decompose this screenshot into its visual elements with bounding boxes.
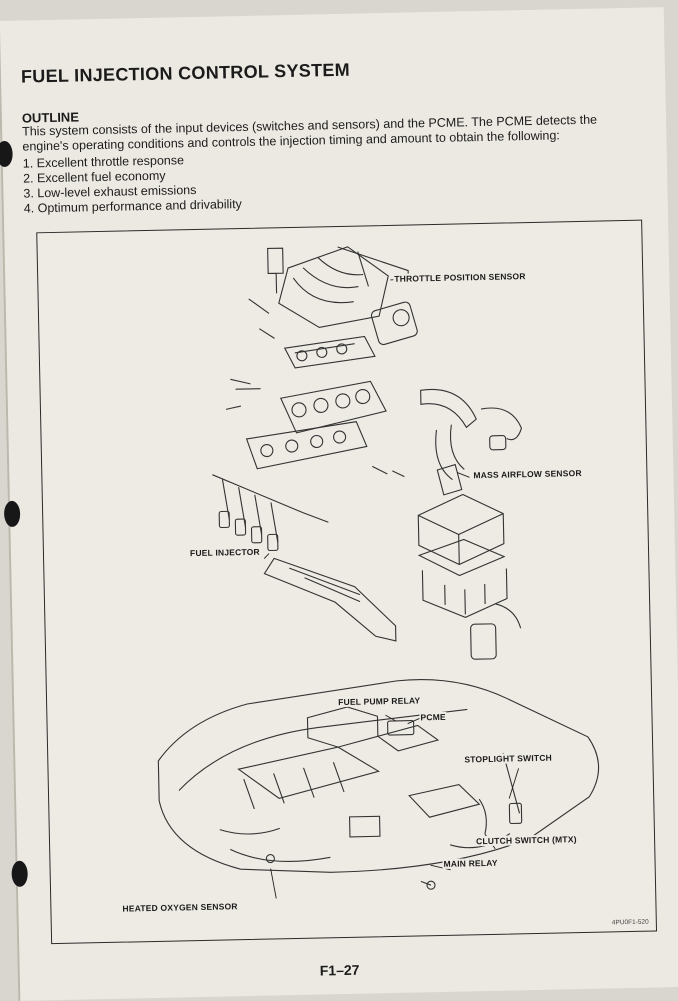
throttle-body (370, 301, 418, 346)
intake-manifold (278, 246, 389, 328)
system-diagram: THROTTLE POSITION SENSOR MASS AIRFLOW SE… (36, 219, 658, 945)
label-stoplight-switch: STOPLIGHT SWITCH (463, 752, 554, 765)
fuel-injectors (221, 479, 279, 543)
page-title: FUEL INJECTION CONTROL SYSTEM (20, 59, 351, 87)
engine-bay (157, 679, 600, 873)
manual-page: FUEL INJECTION CONTROL SYSTEM OUTLINE Th… (0, 7, 678, 1001)
intake-runners (292, 257, 364, 304)
benefit-list: 1. Excellent throttle response 2. Excell… (23, 152, 242, 217)
fuel-delivery-pipe (263, 557, 397, 642)
resonator (470, 623, 497, 660)
label-pcme: PCME (419, 711, 447, 723)
label-main-relay: MAIN RELAY (442, 857, 499, 869)
pcme-module (387, 720, 415, 736)
intake-hose (420, 388, 477, 429)
lower-intake (279, 380, 387, 434)
label-clutch-switch: CLUTCH SWITCH (MTX) (474, 834, 578, 847)
list-item: 4. Optimum performance and drivability (23, 197, 242, 216)
intro-paragraph: This system consists of the input device… (21, 112, 598, 154)
label-fuel-pump-relay: FUEL PUMP RELAY (337, 695, 422, 708)
figure-code: 4PU0F1-520 (611, 918, 649, 927)
air-cleaner (417, 493, 505, 566)
binder-hole (0, 140, 13, 168)
diagram-drawing (157, 246, 600, 899)
page-number: F1–27 (319, 961, 360, 979)
binder-hole (11, 860, 28, 887)
label-fuel-injector: FUEL INJECTOR (188, 546, 261, 559)
maf-sensor (436, 463, 463, 496)
binder-hole (3, 500, 21, 528)
